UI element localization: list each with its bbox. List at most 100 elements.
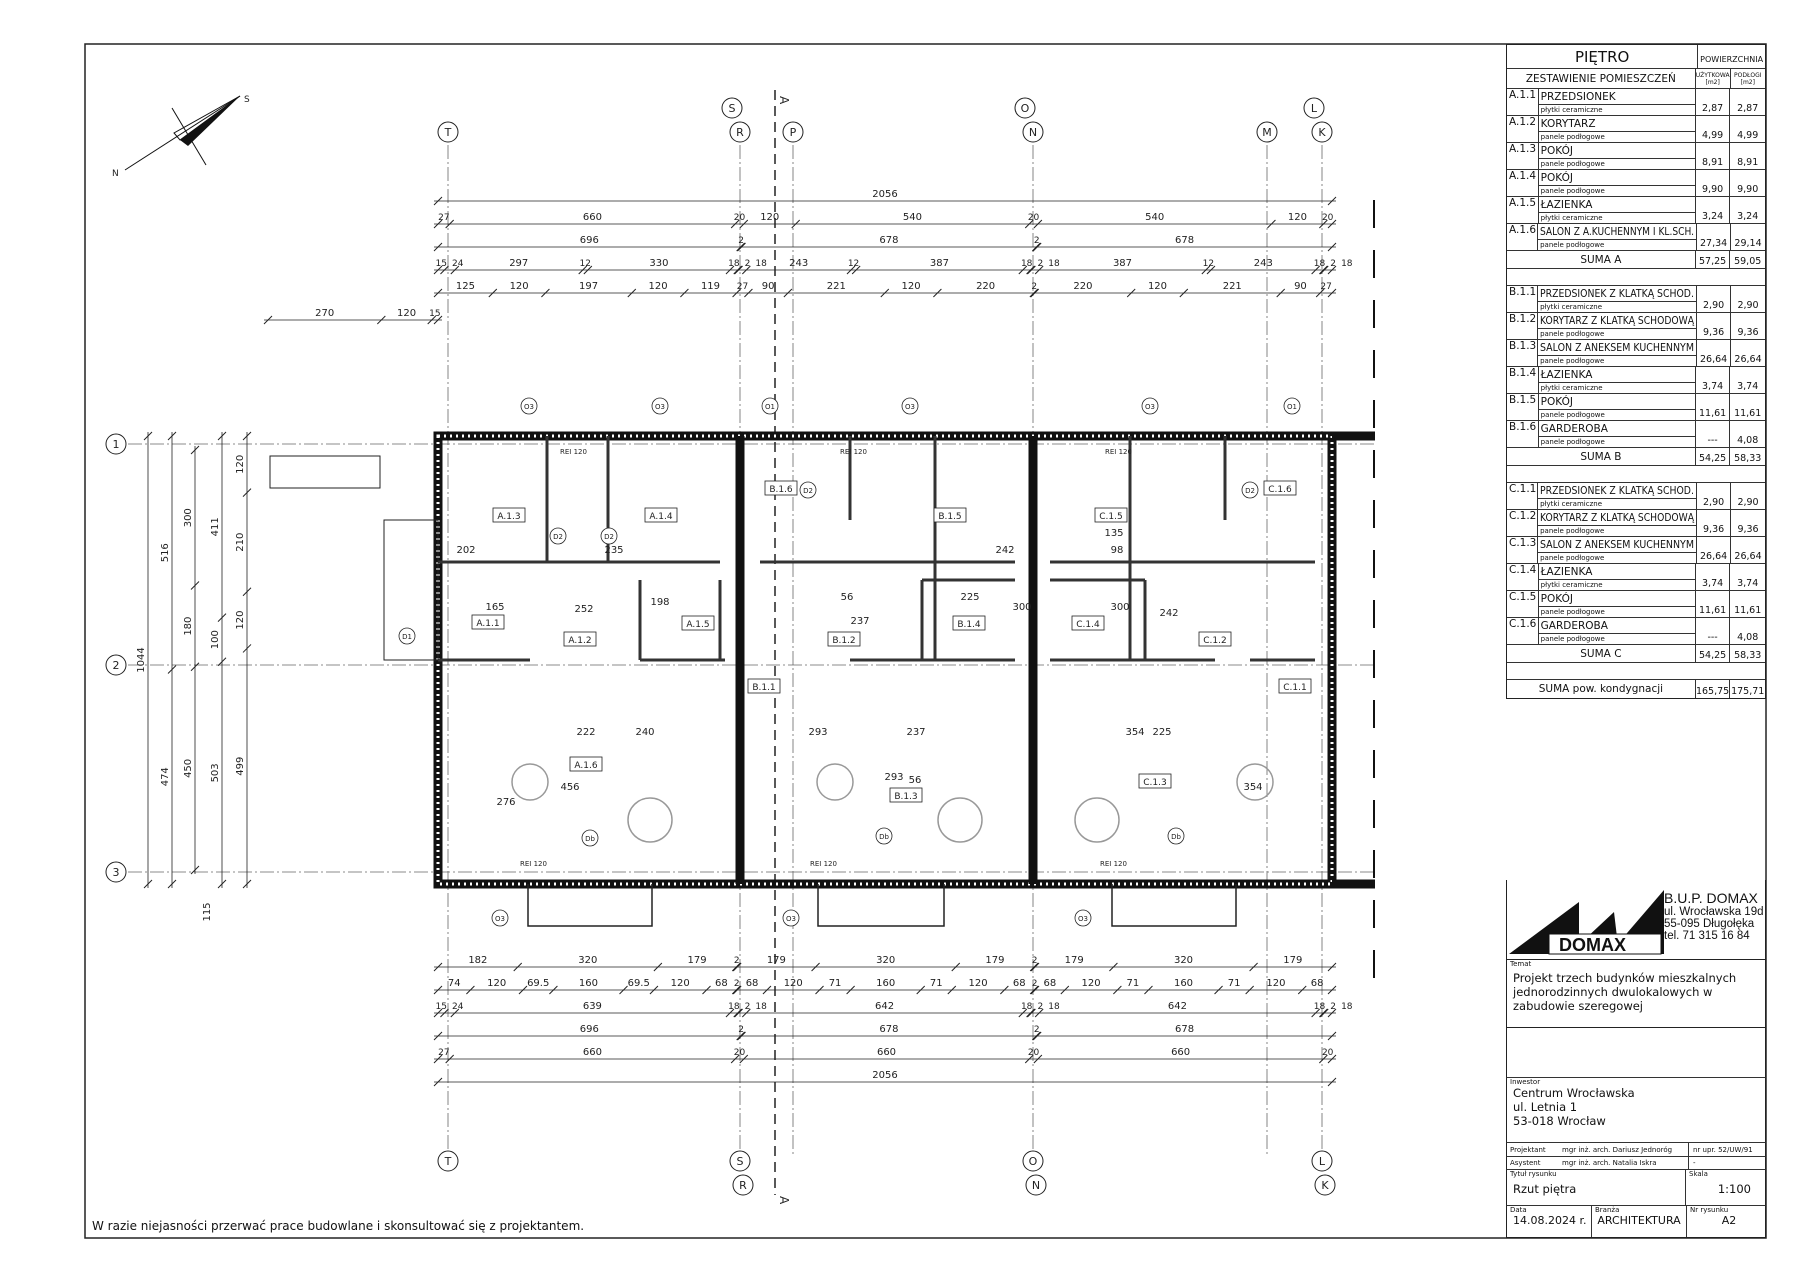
axis-left-0-label: 1 bbox=[113, 438, 120, 451]
building-walls bbox=[269, 431, 1375, 927]
room-usable-area: 9,36 bbox=[1697, 510, 1732, 536]
dimension-tick bbox=[741, 1008, 751, 1018]
room-material: panele podłogowe bbox=[1540, 133, 1605, 141]
dimension-value: 678 bbox=[1175, 235, 1194, 246]
dimension-value: 678 bbox=[1175, 1024, 1194, 1035]
room-code: B.1.3 bbox=[1507, 340, 1539, 366]
dimension-value: 499 bbox=[235, 757, 246, 776]
dimension-tick bbox=[1327, 265, 1337, 275]
dimension-value: 12 bbox=[1203, 259, 1214, 269]
dimension-value: 20 bbox=[1322, 213, 1334, 223]
room-material: płytki ceramiczne bbox=[1540, 384, 1603, 392]
designer-license: nr upr. 52/UW/91 bbox=[1693, 1146, 1753, 1154]
assistant-name: mgr inż. arch. Natalia Iskra bbox=[1562, 1157, 1689, 1169]
axis-bottom-1-label: S bbox=[737, 1155, 744, 1168]
dimension-value: 411 bbox=[210, 517, 221, 536]
dimension-tick bbox=[702, 985, 711, 995]
room-name: POKÓJ bbox=[1540, 396, 1573, 408]
dimension-value: 12 bbox=[848, 259, 859, 269]
room-dimension: 293 bbox=[884, 772, 903, 783]
axis-bottom-lower-1-label: R bbox=[739, 1179, 747, 1192]
axis-top-5-bubble bbox=[1311, 121, 1333, 143]
dimension-tick bbox=[433, 242, 443, 252]
room-tag-box bbox=[1138, 773, 1172, 789]
dimension-value: 179 bbox=[1065, 955, 1084, 966]
room-dimension-group: 56 bbox=[909, 775, 922, 786]
dimension-tick bbox=[1327, 985, 1337, 995]
dimension-value: 300 bbox=[183, 508, 194, 527]
opening-tag-circle bbox=[782, 909, 800, 927]
dimension-value: 2 bbox=[738, 1025, 744, 1035]
dimension-tick bbox=[680, 288, 689, 298]
dimension-value: 503 bbox=[210, 763, 221, 782]
opening-tag-circle bbox=[1167, 827, 1185, 845]
dimension-tick bbox=[1249, 962, 1258, 972]
dimension-tick bbox=[143, 879, 153, 889]
room-floor-area: 26,64 bbox=[1734, 551, 1762, 562]
dimension-value: 71 bbox=[829, 978, 842, 989]
room-dimension: 98 bbox=[1111, 545, 1124, 556]
room-tag-group: B.1.3 bbox=[889, 787, 923, 803]
axis-left-1-bubble bbox=[105, 654, 127, 676]
floor-area-header: PODŁOGI [m2] bbox=[1734, 71, 1762, 86]
dimension-tick bbox=[730, 219, 740, 229]
dimension-tick bbox=[1327, 219, 1337, 229]
room-material: panele podłogowe bbox=[1540, 635, 1605, 643]
drawing-title: Rzut piętra bbox=[1513, 1182, 1577, 1196]
dimension-tick bbox=[1060, 985, 1070, 995]
room-dimension: 276 bbox=[496, 797, 515, 808]
opening-tag-group: Db bbox=[875, 827, 893, 845]
room-floor-area: 2,90 bbox=[1737, 300, 1759, 311]
fire-rating-label: REI 120 bbox=[810, 860, 837, 868]
dimension-value: 2 bbox=[1032, 979, 1038, 989]
room-usable-area: 27,34 bbox=[1697, 224, 1732, 250]
room-name-wrap: ŁAZIENKA bbox=[1538, 564, 1695, 580]
room-name-wrap: POKÓJ bbox=[1538, 394, 1695, 410]
room-dimension-group: 237 bbox=[850, 616, 869, 627]
room-material: panele podłogowe bbox=[1540, 330, 1605, 338]
dimension-value: 71 bbox=[930, 978, 943, 989]
room-tag-box bbox=[563, 631, 597, 647]
room-material: panele podłogowe bbox=[1540, 160, 1605, 168]
axis-bottom-3-label: L bbox=[1319, 1155, 1326, 1168]
room-tag-box bbox=[1071, 615, 1105, 631]
room-dimension: 354 bbox=[1125, 727, 1144, 738]
dimension-tick bbox=[1027, 265, 1036, 275]
room-tag-group: A.1.5 bbox=[681, 615, 715, 631]
opening-tag-group: D2 bbox=[549, 527, 567, 545]
investor-street: ul. Letnia 1 bbox=[1513, 1100, 1578, 1114]
dimension-value: 120 bbox=[1266, 978, 1285, 989]
axis-top-upper-5-bubble bbox=[1303, 97, 1325, 119]
room-material: panele podłogowe bbox=[1540, 357, 1605, 365]
dimension-value: 540 bbox=[903, 212, 922, 223]
opening-tag: D1 bbox=[402, 633, 412, 641]
dimension-value: 120 bbox=[784, 978, 803, 989]
investor-label: Inwestor bbox=[1510, 1078, 1541, 1086]
dimension-tick bbox=[736, 242, 745, 252]
dimension-value: 2 bbox=[734, 956, 740, 966]
room-dimension-group: 300 bbox=[1012, 602, 1031, 613]
room-name-wrap: GARDEROBA bbox=[1538, 421, 1695, 437]
dimension-value: 120 bbox=[235, 455, 246, 474]
dimension-value: 516 bbox=[160, 543, 171, 562]
room-dimension: 222 bbox=[576, 727, 595, 738]
dimension-tick bbox=[1311, 1008, 1320, 1018]
room-code: A.1.2 bbox=[1507, 116, 1539, 142]
axis-left-2-bubble bbox=[105, 861, 127, 883]
fire-rating-group: REI 120 bbox=[1105, 448, 1132, 456]
north-label: N bbox=[112, 169, 119, 179]
dimension-tick bbox=[450, 1008, 460, 1018]
room-tag: B.1.2 bbox=[832, 636, 855, 646]
dimension-value: 68 bbox=[1013, 978, 1026, 989]
spacer-row bbox=[1507, 269, 1765, 286]
room-tag-box bbox=[681, 615, 715, 631]
dimension-value: 2 bbox=[734, 979, 740, 989]
opening-tag: D2 bbox=[553, 533, 563, 541]
dimension-tick bbox=[1031, 1031, 1041, 1041]
dimension-tick bbox=[1327, 288, 1337, 298]
room-name-wrap: SALON Z ANEKSEM KUCHENNYM bbox=[1538, 537, 1697, 553]
dimension-value: 210 bbox=[235, 533, 246, 552]
